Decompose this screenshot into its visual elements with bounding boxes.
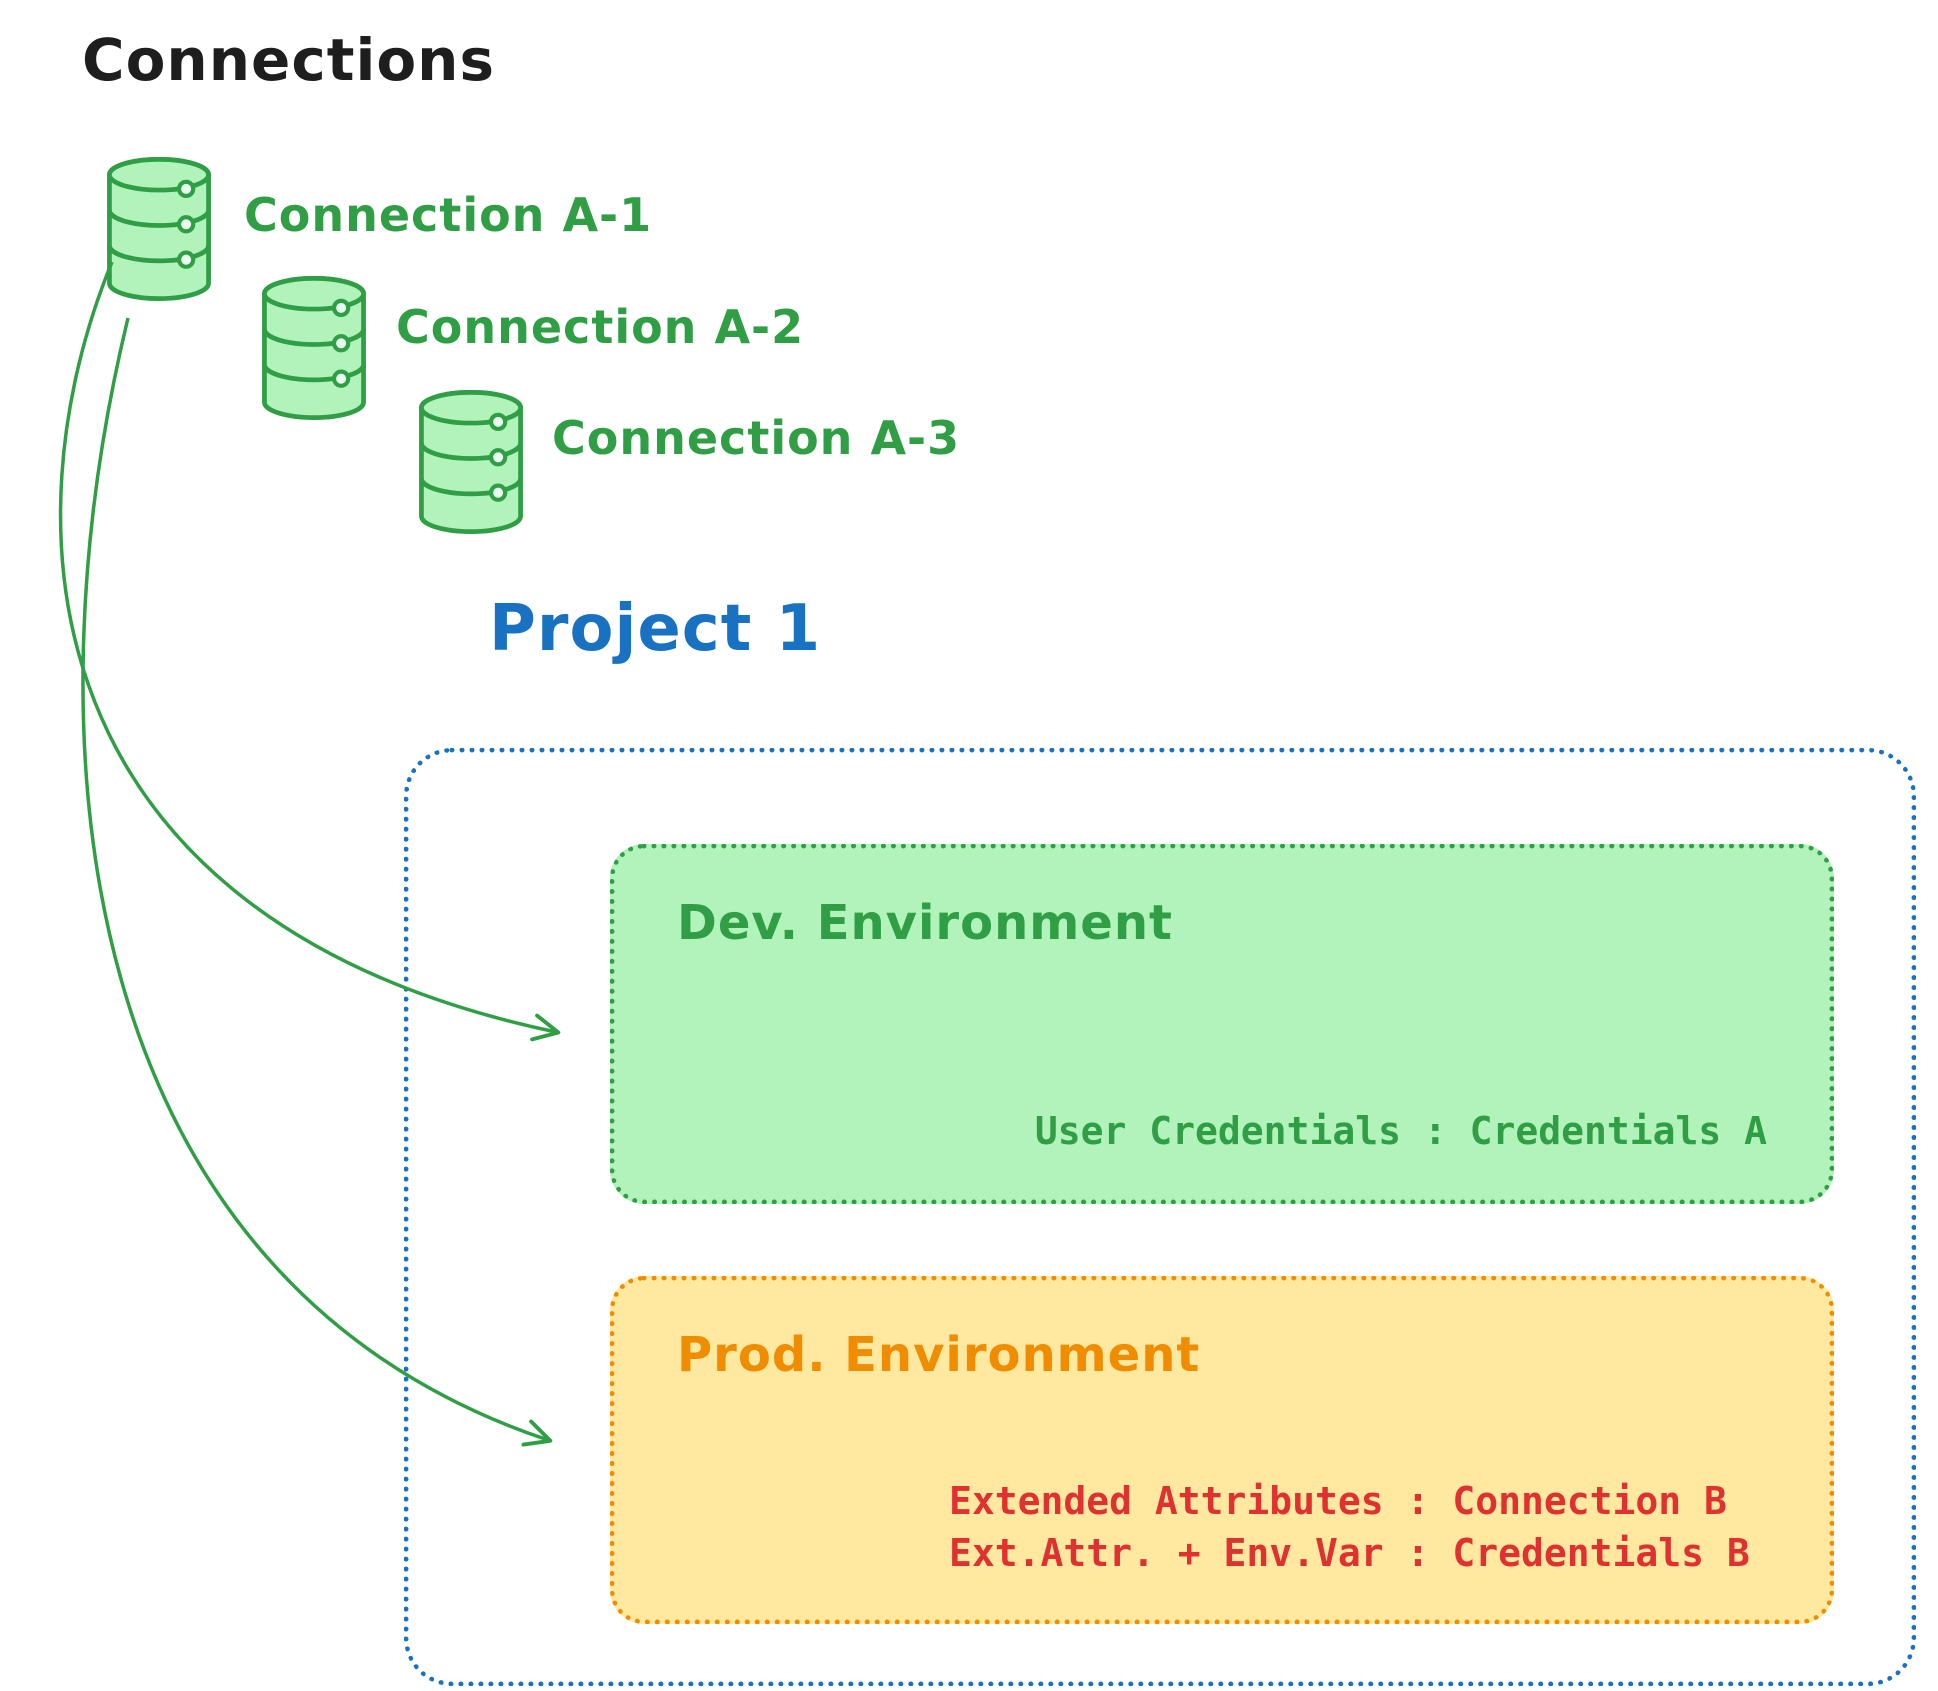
database-icon [419, 390, 523, 534]
prod-environment-box: Prod. Environment Extended Attributes : … [610, 1276, 1834, 1624]
dev-environment-box: Dev. Environment User Credentials : Cred… [610, 844, 1834, 1204]
dev-environment-title: Dev. Environment [677, 895, 1173, 951]
prod-environment-title: Prod. Environment [677, 1327, 1201, 1383]
project-title: Project 1 [489, 592, 822, 666]
connection-label-a2: Connection A-2 [396, 300, 805, 354]
database-icon [107, 157, 211, 301]
connection-label-a3: Connection A-3 [552, 411, 961, 465]
prod-credentials-line1: Extended Attributes : Connection B [949, 1479, 1727, 1524]
database-icon [262, 276, 366, 420]
prod-credentials-text: Extended Attributes : Connection B Ext.A… [949, 1476, 1750, 1579]
connection-label-a1: Connection A-1 [244, 188, 653, 242]
page-title: Connections [82, 26, 495, 94]
prod-credentials-line2: Ext.Attr. + Env.Var : Credentials B [949, 1530, 1750, 1575]
dev-credentials-text: User Credentials : Credentials A [1034, 1109, 1767, 1153]
